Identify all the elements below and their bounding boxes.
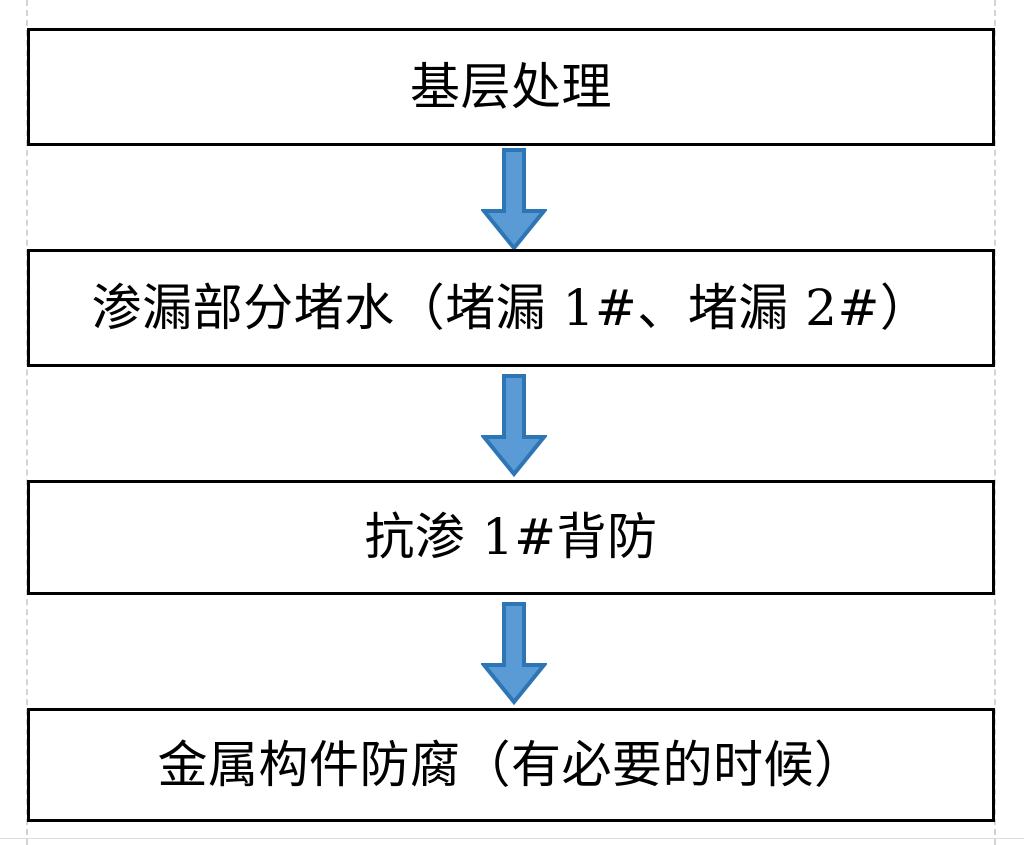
flow-node-label: 渗漏部分堵水（堵漏 1#、堵漏 2#） [91, 278, 931, 337]
right-margin-guide [994, 0, 996, 845]
left-margin-guide [26, 0, 28, 845]
arrow-down-icon [481, 373, 547, 477]
arrow-down-icon [481, 601, 547, 705]
flow-node-label: 金属构件防腐（有必要的时候） [157, 735, 865, 794]
flow-node-leak-plugging[interactable]: 渗漏部分堵水（堵漏 1#、堵漏 2#） [27, 249, 995, 367]
flow-node-base-treatment[interactable]: 基层处理 [27, 28, 995, 146]
flow-node-impermeable-backing[interactable]: 抗渗 1#背防 [27, 480, 995, 595]
arrow-down-icon [481, 147, 547, 251]
bottom-margin-guide [0, 838, 1024, 839]
flow-node-label: 抗渗 1#背防 [364, 508, 658, 566]
flow-node-metal-anticorrosion[interactable]: 金属构件防腐（有必要的时候） [27, 708, 995, 822]
flow-node-label: 基层处理 [410, 57, 612, 116]
